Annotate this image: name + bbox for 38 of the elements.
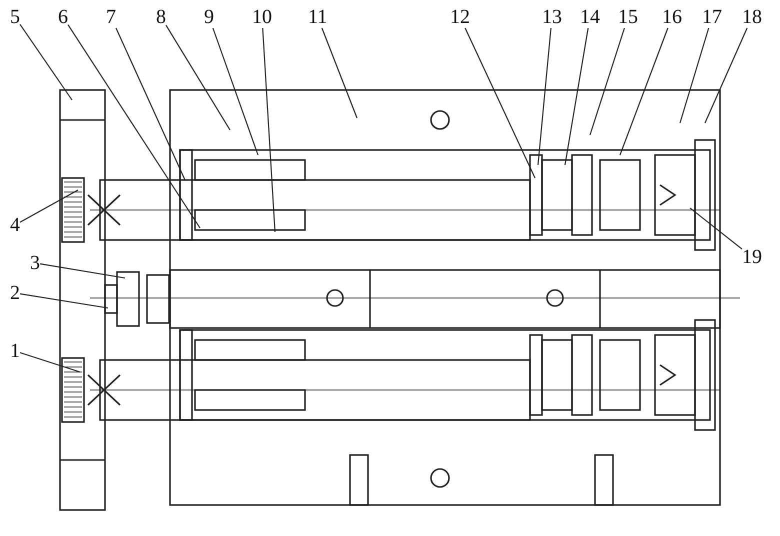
callout-number: 17 (702, 6, 722, 28)
callout-number: 7 (106, 6, 116, 28)
leader-line (20, 190, 78, 223)
callout-number: 1 (10, 340, 20, 362)
leader-line (619, 28, 668, 156)
leader-line (564, 28, 589, 166)
leader-line (40, 263, 126, 279)
leader-line (321, 28, 358, 118)
leader-line (116, 28, 186, 180)
callout-number: 8 (156, 6, 166, 28)
leader-line (704, 28, 748, 124)
callout-number: 6 (58, 6, 68, 28)
callout-number: 9 (204, 6, 214, 28)
leader-line (20, 293, 108, 309)
callout-number: 13 (542, 6, 562, 28)
leader-line (68, 24, 200, 228)
leader-line (20, 24, 72, 100)
leader-line (690, 208, 742, 250)
callout-number: 4 (10, 214, 20, 236)
callout-number: 19 (742, 246, 762, 268)
callout-number: 15 (618, 6, 638, 28)
leader-line (212, 28, 259, 156)
leader-line (262, 28, 276, 232)
leader-line (20, 352, 80, 373)
callout-number: 5 (10, 6, 20, 28)
leader-line (166, 24, 230, 130)
leader-line (537, 28, 552, 166)
leader-line (679, 28, 710, 124)
callout-number: 12 (450, 6, 470, 28)
callout-number: 18 (742, 6, 762, 28)
leader-line (464, 28, 536, 178)
callout-number: 10 (252, 6, 272, 28)
callout-number: 14 (580, 6, 600, 28)
callout-number: 2 (10, 282, 20, 304)
callout-number: 16 (662, 6, 682, 28)
leader-line (589, 28, 625, 136)
callout-number: 11 (308, 6, 328, 28)
callout-number: 3 (30, 252, 40, 274)
